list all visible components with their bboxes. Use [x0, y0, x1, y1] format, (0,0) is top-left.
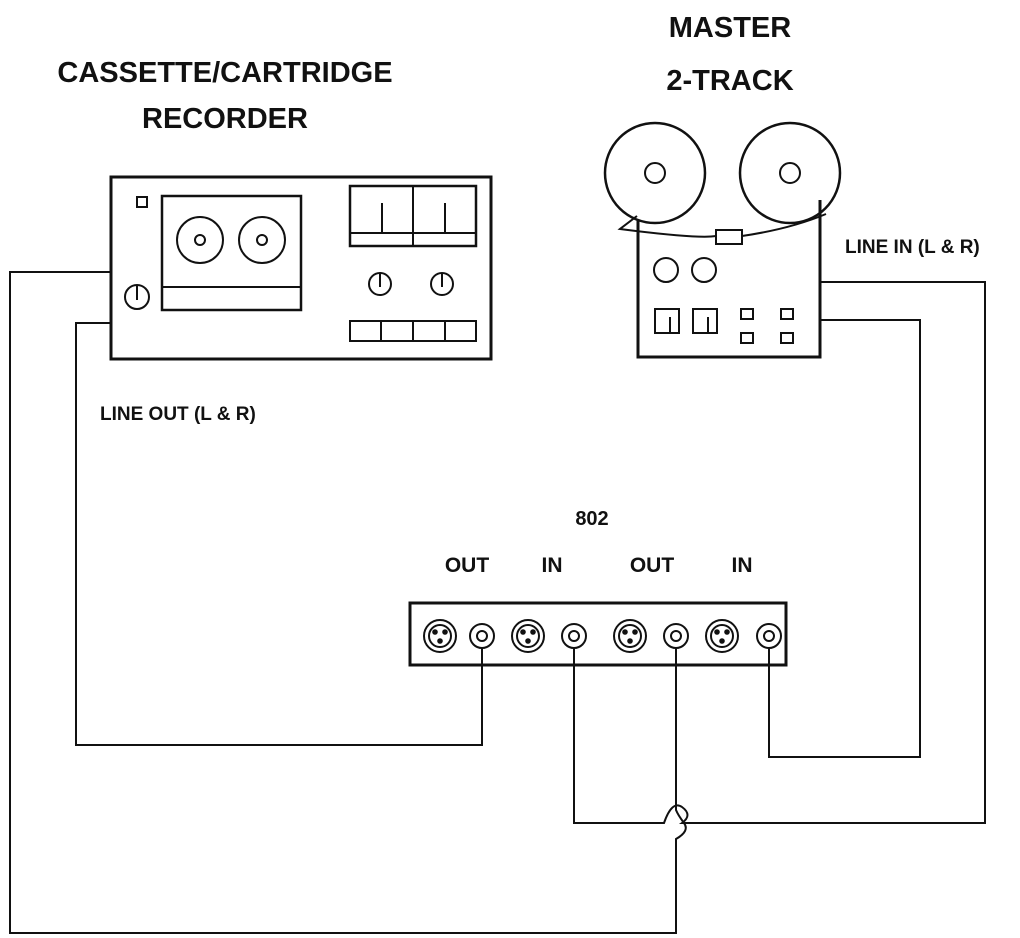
- cassette-hub-right: [256, 234, 268, 246]
- rca-jack-out-1: [469, 623, 495, 649]
- cable-802-in-to-master: [768, 319, 921, 758]
- master-button-4: [780, 332, 794, 344]
- rca-jack-in-2: [756, 623, 782, 649]
- master-title-line2: 2-TRACK: [666, 65, 793, 97]
- master-deck-body: [636, 200, 822, 359]
- master-meter-1: [654, 308, 680, 334]
- master-button-1: [740, 308, 754, 320]
- master-reel-to-reel: [603, 121, 842, 359]
- cassette-hub-left: [194, 234, 206, 246]
- xlr-jack-out-1: [423, 619, 457, 653]
- recorder-indicator: [136, 196, 148, 208]
- xlr-jack-in-2: [705, 619, 739, 653]
- master-hub-left: [644, 162, 666, 184]
- master-knob-2: [691, 257, 717, 283]
- master-button-2: [780, 308, 794, 320]
- unit-802-body: [408, 601, 788, 667]
- cable-line-out-to-802-out: [75, 322, 483, 746]
- line-in-label: LINE IN (L & R): [845, 237, 980, 258]
- jack-label-in-2: IN: [732, 554, 753, 577]
- master-meter-2: [692, 308, 718, 334]
- master-tape-path: [617, 213, 827, 238]
- rca-jack-in-1: [561, 623, 587, 649]
- recorder-title-line2: RECORDER: [142, 103, 308, 135]
- master-knob-1: [653, 257, 679, 283]
- line-out-label: LINE OUT (L & R): [100, 404, 256, 425]
- master-button-3: [740, 332, 754, 344]
- rca-jack-out-2: [663, 623, 689, 649]
- unit-name: 802: [575, 508, 608, 530]
- jack-label-out-1: OUT: [445, 554, 490, 577]
- master-hub-right: [779, 162, 801, 184]
- jack-label-in-1: IN: [542, 554, 563, 577]
- jack-label-out-2: OUT: [630, 554, 675, 577]
- recorder-title-line1: CASSETTE/CARTRIDGE: [57, 57, 392, 89]
- master-head-block: [715, 229, 743, 245]
- cassette-well: [160, 194, 303, 312]
- xlr-jack-in-1: [511, 619, 545, 653]
- master-title-line1: MASTER: [669, 12, 792, 44]
- master-reel-right: [738, 121, 842, 225]
- recorder-body: [109, 175, 493, 361]
- cassette-reel-right: [238, 216, 286, 264]
- unit-802-panel: [408, 601, 788, 667]
- cable-master-in-to-802-in: [573, 281, 986, 824]
- cable-recorder-to-802-out: [9, 271, 687, 934]
- master-reel-left: [603, 121, 707, 225]
- cassette-reel-left: [176, 216, 224, 264]
- xlr-jack-out-2: [613, 619, 647, 653]
- cassette-recorder: [109, 175, 493, 361]
- recorder-level-knob: [124, 284, 150, 310]
